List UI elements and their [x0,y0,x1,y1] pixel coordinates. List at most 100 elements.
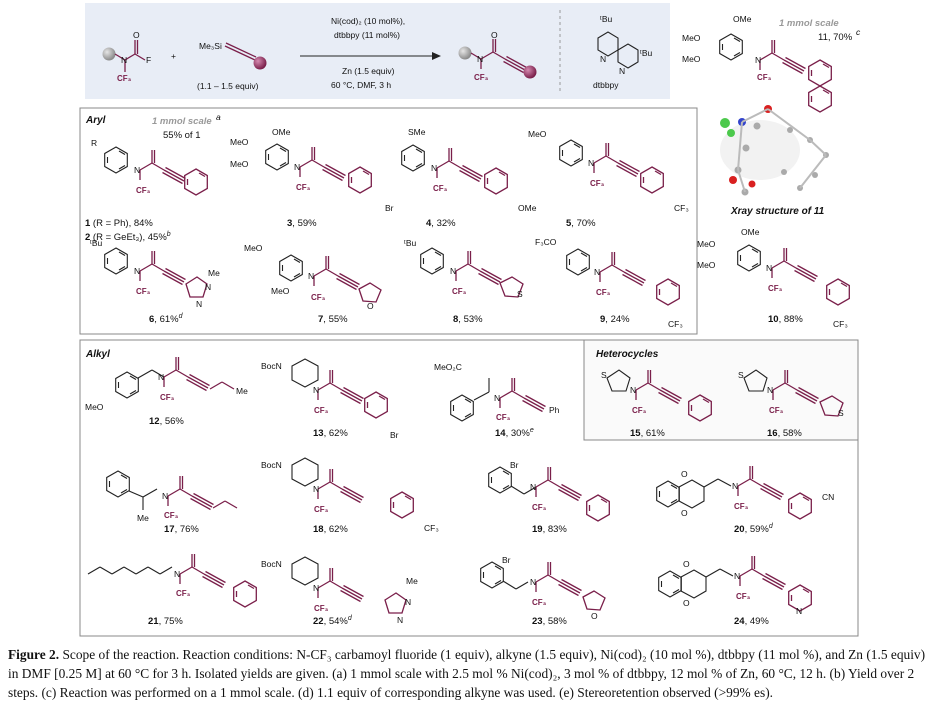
svg-text:BocN: BocN [261,460,282,470]
svg-text:MeO: MeO [528,129,547,139]
svg-text:N: N [162,491,168,501]
svg-text:CF₃: CF₃ [136,186,151,195]
svg-text:MeO₂C: MeO₂C [434,362,462,372]
compound-label-c2: 2 (R = GeEt₃), 45%b [85,231,171,243]
svg-text:O: O [681,469,688,479]
reaction-arrow: Ni(cod)₂ (10 mol%), dtbbpy (11 mol%) Zn … [300,16,441,90]
reagent-alkyne: Me₃Si (1.1 – 1.5 equiv) [197,41,267,91]
svg-text:CF₃: CF₃ [117,74,132,83]
compound-17: Me N CF₃ [106,470,238,523]
svg-text:N: N [619,66,625,76]
section-label-aryl: Aryl [85,115,106,126]
svg-text:N: N [134,266,140,276]
compound-1-2: R N CF₃ [91,138,208,196]
svg-text:N: N [121,55,127,65]
svg-text:SMe: SMe [408,127,426,137]
svg-text:N: N [766,263,772,273]
svg-text:S: S [838,408,844,418]
svg-text:OMe: OMe [733,14,752,24]
compound-label-c18: 18, 62% [313,524,348,535]
compound-6: ᵗBu N CF₃ Me N N [90,238,220,309]
svg-text:N: N [530,577,536,587]
compound-20: O O N CF₃ CN [656,465,834,520]
svg-text:N: N [313,484,319,494]
figure-caption: Figure 2. Scope of the reaction. Reactio… [8,645,930,702]
svg-text:CF₃: CF₃ [668,319,683,329]
compound-8: ᵗBu N CF₃ S [404,238,524,299]
svg-text:CF₃: CF₃ [532,598,547,607]
svg-text:MeO: MeO [682,33,701,43]
svg-text:ᵗBu: ᵗBu [600,14,613,24]
compound-label-c10: 10, 88% [768,314,803,325]
svg-text:Ph: Ph [549,405,560,415]
svg-text:N: N [158,372,164,382]
svg-text:BocN: BocN [261,361,282,371]
xray-structure-image [720,105,829,196]
compound-5: MeO N CF₃ CF₃ [528,129,689,213]
compound-23: Br N CF₃ O [480,555,606,621]
svg-text:Br: Br [385,203,394,213]
svg-text:OMe: OMe [518,203,537,213]
svg-text:N: N [767,385,773,395]
svg-text:CF₃: CF₃ [176,589,191,598]
svg-text:CF₃: CF₃ [452,287,467,296]
svg-text:Zn (1.5 equiv): Zn (1.5 equiv) [342,66,395,76]
caption-label: Figure 2. [8,647,60,662]
scheme-figure: N O F CF₃ + Me₃Si (1.1 – 1.5 equiv) Ni(c… [79,3,861,637]
svg-text:N: N [313,385,319,395]
svg-text:F₃CO: F₃CO [535,237,557,247]
svg-text:O: O [491,30,498,40]
svg-text:OMe: OMe [741,227,760,237]
reactant-carbamoyl-fluoride: N O F CF₃ [102,30,151,83]
svg-text:CF₃: CF₃ [311,293,326,302]
svg-text:CF₃: CF₃ [314,604,329,613]
compound-labels: 1 (R = Ph), 84%2 (R = GeEt₃), 45%b3, 59%… [85,218,803,627]
svg-text:N: N [174,569,180,579]
dtbbpy-ligand: ᵗBu ᵗBu N N dtbbpy [593,14,653,90]
compound-22: BocN N CF₃ Me N N [261,556,418,625]
svg-text:c: c [856,27,861,37]
xray-caption: Xray structure of 11 [730,206,825,217]
svg-text:MeO: MeO [697,260,716,270]
svg-text:Me: Me [208,268,220,278]
compound-label-c19: 19, 83% [532,524,567,535]
svg-text:MeO: MeO [271,286,290,296]
svg-text:CF₃: CF₃ [674,203,689,213]
svg-text:O: O [683,559,690,569]
svg-text:CF₃: CF₃ [590,179,605,188]
compound-label-c20: 20, 59%d [734,523,774,535]
svg-text:1 mmol scale: 1 mmol scale [779,18,839,29]
svg-text:O: O [367,301,374,311]
svg-text:O: O [683,598,690,608]
svg-text:CF₃: CF₃ [433,184,448,193]
svg-text:CF₃: CF₃ [296,183,311,192]
compound-label-c8: 8, 53% [453,314,483,325]
svg-text:CF₃: CF₃ [314,505,329,514]
svg-text:N: N [405,597,411,607]
svg-text:N: N [313,583,319,593]
compound-label-c23: 23, 58% [532,616,567,627]
svg-text:CF₃: CF₃ [160,393,175,402]
compound-13: BocN N CF₃ Br [261,358,399,440]
svg-text:N: N [205,282,211,292]
compound-label-c6: 6, 61%d [149,313,184,325]
section-label-heterocycles: Heterocycles [596,349,659,360]
aryl-section-box [79,107,698,335]
svg-text:O: O [681,508,688,518]
section-label-alkyl: Alkyl [85,349,110,360]
compound-label-c1: 1 (R = Ph), 84% [85,218,153,229]
svg-text:N: N [294,162,300,172]
svg-text:MeO: MeO [682,54,701,64]
compound-label-c4: 4, 32% [426,218,456,229]
svg-text:N: N [734,571,740,581]
svg-text:N: N [196,299,202,309]
svg-text:CF₃: CF₃ [757,73,772,82]
svg-text:CF₃: CF₃ [734,502,749,511]
compound-15: S N CF₃ [601,369,712,422]
compound-sup-c14: e [530,427,534,434]
svg-text:Me: Me [406,576,418,586]
compound-label-c13: 13, 62% [313,428,348,439]
svg-text:N: N [530,482,536,492]
svg-text:N: N [450,266,456,276]
caption-text: Scope of the reaction. Reaction conditio… [8,647,926,700]
